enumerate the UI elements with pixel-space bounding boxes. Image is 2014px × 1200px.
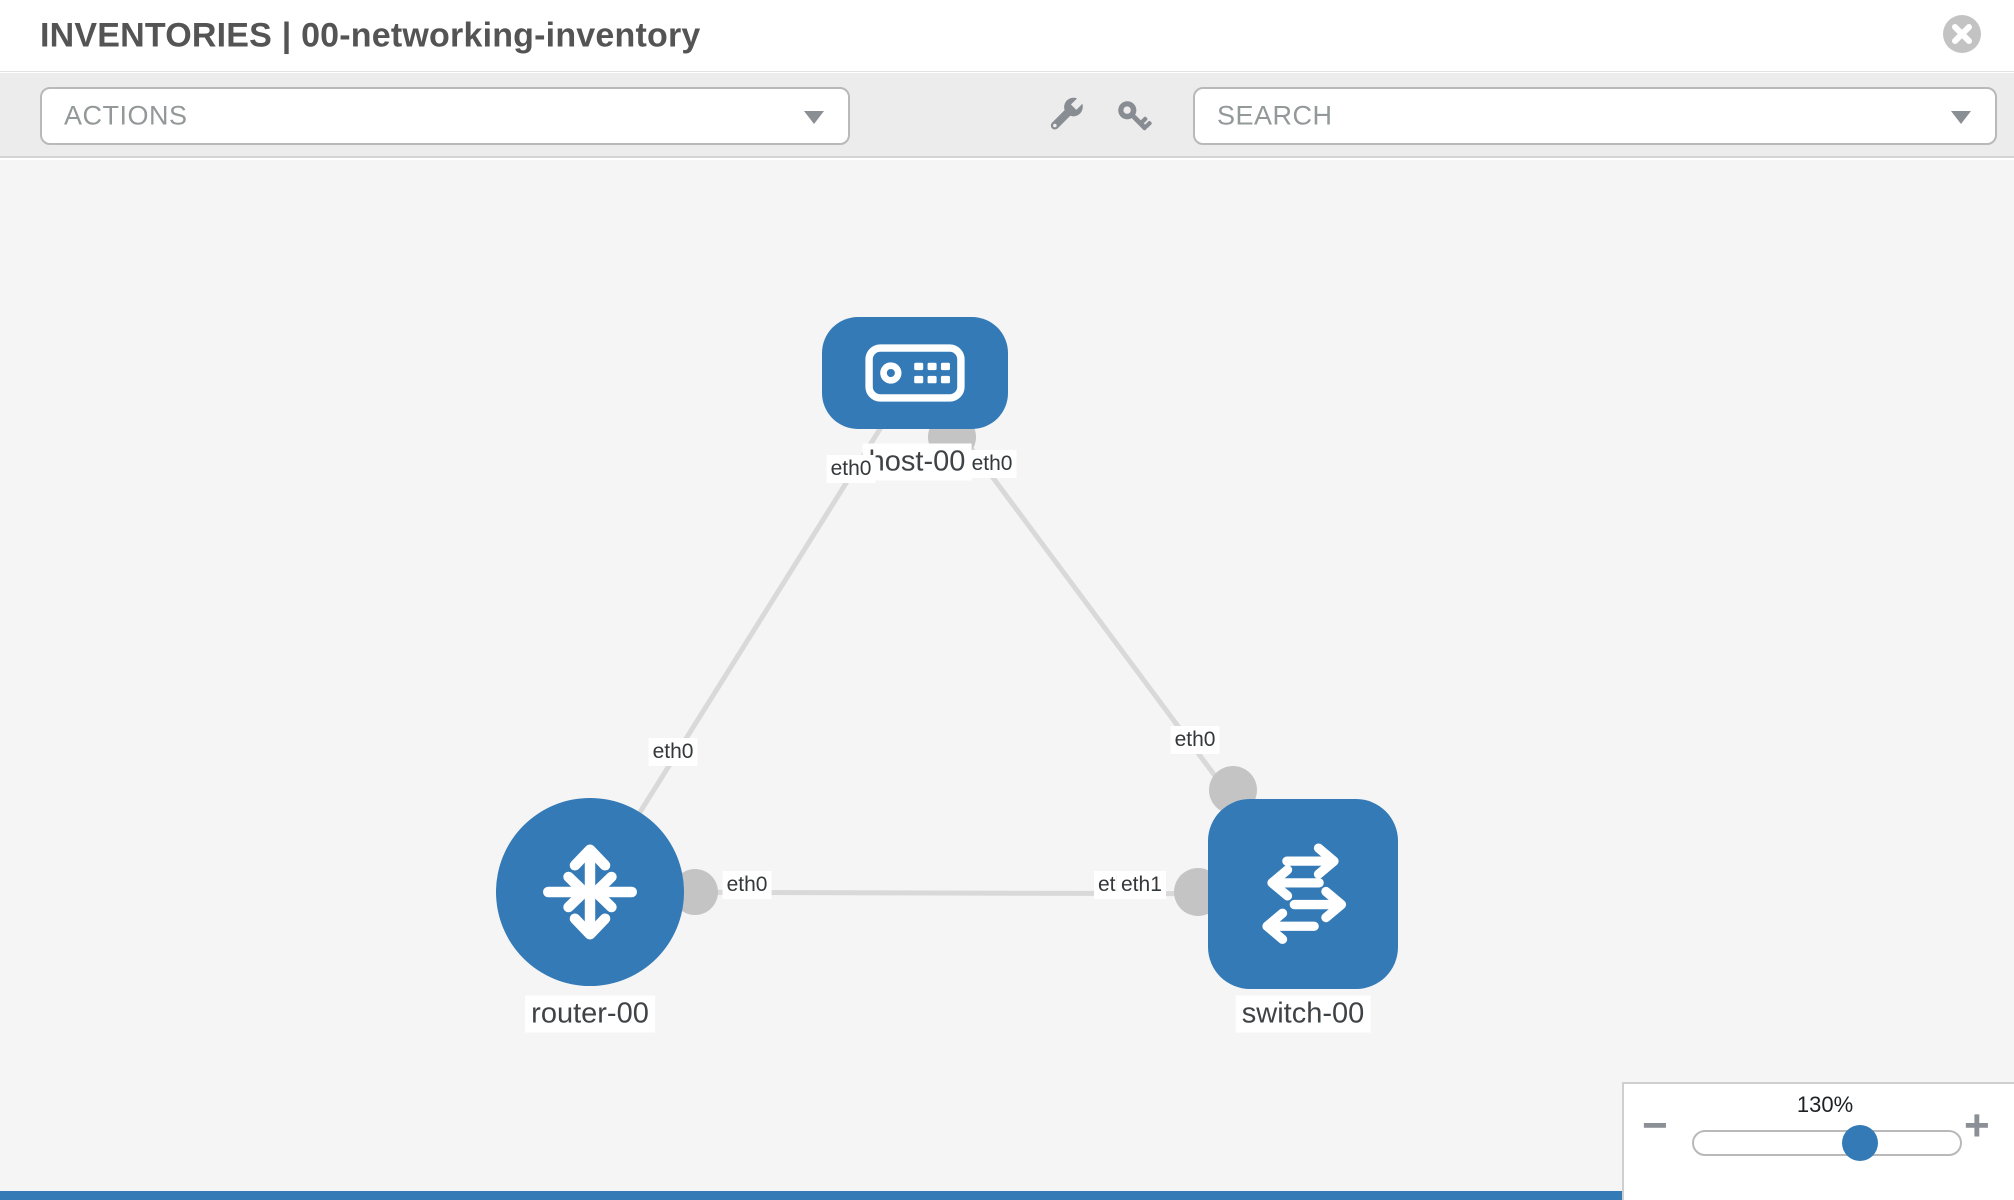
actions-dropdown[interactable]: ACTIONS — [40, 87, 850, 145]
search-dropdown-label: SEARCH — [1217, 100, 1333, 131]
zoom-panel: 130% − + — [1622, 1082, 2014, 1200]
node-host[interactable] — [822, 317, 1008, 429]
credentials-button[interactable] — [1112, 95, 1156, 139]
zoom-slider-track[interactable] — [1692, 1130, 1962, 1156]
interface-label: eth0 — [648, 738, 698, 766]
close-button[interactable] — [1942, 14, 1982, 54]
bottom-accent-strip — [0, 1191, 1622, 1200]
router-icon — [543, 844, 637, 940]
node-switch[interactable] — [1208, 799, 1398, 989]
switch-icon — [1262, 843, 1347, 944]
tools-button[interactable] — [1044, 95, 1088, 139]
zoom-slider-thumb[interactable] — [1841, 1125, 1878, 1161]
zoom-in-button[interactable]: + — [1964, 1101, 1990, 1150]
node-router[interactable] — [496, 798, 684, 986]
chevron-down-icon — [804, 111, 824, 124]
interface-label: eth0 — [826, 455, 876, 483]
host-icon — [865, 344, 965, 402]
topology-canvas[interactable]: host-00 router-00 switch-00 eth0 eth0 et… — [0, 160, 2014, 1200]
search-dropdown[interactable]: SEARCH — [1193, 87, 1997, 145]
page-header: INVENTORIES | 00-networking-inventory — [0, 0, 2014, 72]
interface-label: eth0 — [722, 871, 772, 899]
zoom-level: 130% — [1796, 1092, 1854, 1117]
node-label-host: host-00 — [862, 443, 972, 481]
key-icon — [1118, 101, 1152, 131]
interface-label: eth0 — [967, 450, 1017, 478]
close-icon — [1943, 15, 1981, 53]
links-layer — [587, 371, 1306, 916]
node-label-switch: switch-00 — [1235, 995, 1371, 1033]
node-label-router: router-00 — [525, 995, 655, 1033]
actions-dropdown-label: ACTIONS — [64, 100, 188, 131]
page-title: INVENTORIES | 00-networking-inventory — [40, 16, 701, 54]
toolbar: ACTIONS SEARCH — [0, 73, 2014, 158]
zoom-out-button[interactable]: − — [1642, 1101, 1668, 1150]
interface-label: eth0 — [1170, 726, 1220, 754]
wrench-icon — [1050, 97, 1083, 130]
interface-label: eth1 — [1117, 871, 1166, 899]
connector-dot — [672, 869, 718, 915]
chevron-down-icon — [1951, 111, 1971, 124]
